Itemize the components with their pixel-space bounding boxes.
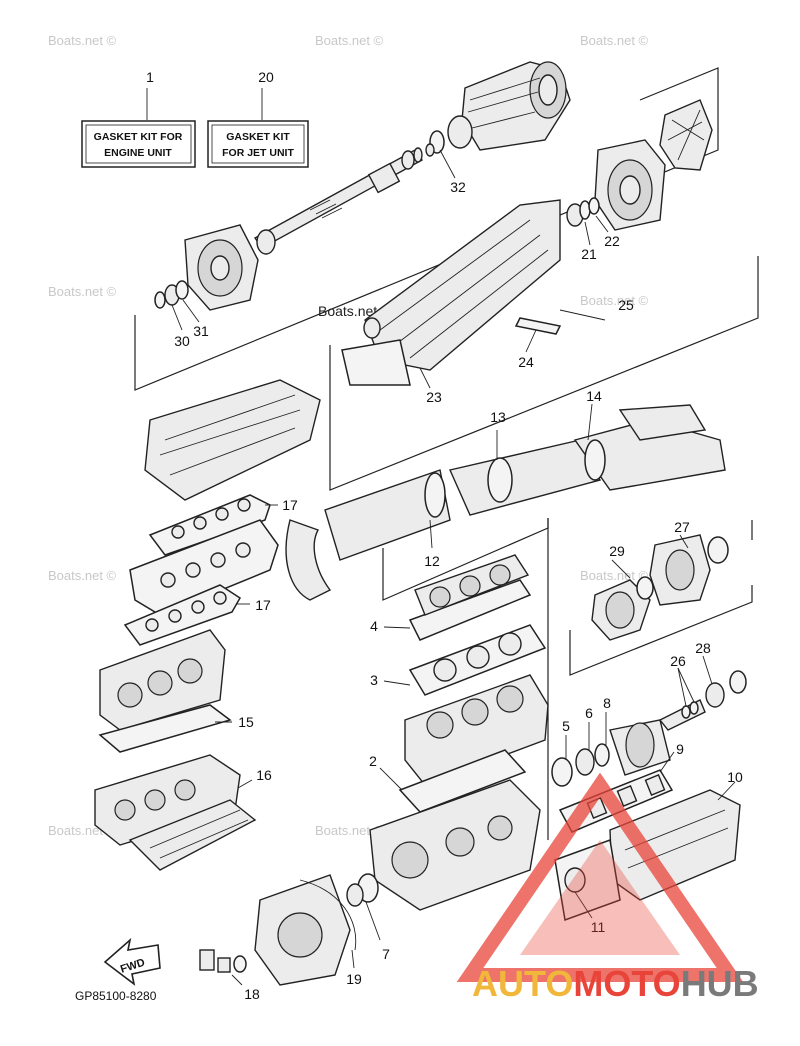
callout-12: 12: [424, 553, 440, 569]
group-frames: [134, 67, 759, 840]
callout-23: 23: [426, 389, 442, 405]
watermark: Boats.net ©: [580, 33, 649, 48]
callout-15: 15: [238, 714, 254, 730]
watermark: Boats.net ©: [315, 823, 384, 838]
callout-11: 11: [591, 919, 606, 935]
cylinder-block: [404, 674, 549, 786]
watermark: Boats.net ©: [48, 568, 117, 583]
callout-30: 30: [174, 333, 190, 349]
kit-engine-line2: ENGINE UNIT: [104, 147, 172, 159]
cylinder-head-gasket-4: [383, 579, 532, 641]
cylinder-head: [414, 554, 530, 616]
impeller-housing: [594, 139, 666, 231]
kit-jet: 20 GASKET KIT FOR JET UNIT: [207, 69, 309, 168]
callout-4: 4: [370, 618, 378, 634]
callout-2: 2: [369, 753, 377, 769]
callout-5: 5: [562, 718, 570, 734]
drive-shaft: [253, 143, 435, 249]
logo-auto: AUTO: [472, 963, 573, 1004]
jet-pump-nozzle: [461, 61, 571, 151]
exhaust-chamber-14: [573, 403, 726, 491]
water-pump-29: [591, 559, 654, 641]
cylinder-gasket-3: [383, 624, 547, 696]
impeller: [659, 99, 713, 171]
callout-3: 3: [370, 672, 378, 688]
logo-hub: HUB: [681, 963, 759, 1004]
callout-25: 25: [618, 297, 634, 313]
intake-duct: [341, 199, 606, 389]
svg-text:AUTOMOTOHUB: AUTOMOTOHUB: [472, 963, 759, 1004]
carburetor-bank: [99, 629, 226, 731]
o-rings-26: [677, 667, 699, 719]
gasket-15: [98, 704, 232, 753]
exhaust-pipe-13: [449, 430, 602, 516]
callout-27: 27: [674, 519, 690, 535]
callout-17a: 17: [282, 497, 298, 513]
callout-17b: 17: [255, 597, 271, 613]
callout-10: 10: [727, 769, 743, 785]
housing-27: [649, 534, 729, 606]
watermark: Boats.net ©: [580, 293, 649, 308]
part-18-fittings: [199, 949, 247, 986]
exhaust-pipe-12: [324, 469, 451, 561]
callout-28: 28: [695, 640, 711, 656]
seals-30-31: [154, 280, 200, 331]
seal-6: [575, 722, 595, 776]
callout-8: 8: [603, 695, 611, 711]
callout-29: 29: [609, 543, 625, 559]
callout-32: 32: [450, 179, 466, 195]
crankcase: [369, 779, 541, 911]
kit-engine: 1 GASKET KIT FOR ENGINE UNIT: [81, 69, 196, 168]
seal-8: [594, 712, 610, 767]
watermark: Boats.net ©: [315, 33, 384, 48]
crankcase-gasket-2: [379, 749, 527, 813]
gasket-17-upper: [148, 494, 278, 556]
head-gasket-plate: [129, 519, 279, 616]
callout-18: 18: [244, 986, 260, 1002]
callout-21: 21: [581, 246, 597, 262]
output-shaft: [609, 699, 706, 776]
fwd-arrow-icon: FWD: [103, 937, 161, 986]
flywheel-cover: [254, 874, 357, 986]
callout-19: 19: [346, 971, 362, 987]
gasket-17-lower: [123, 584, 250, 646]
diagram-code: GP85100-8280: [75, 989, 157, 1003]
o-ring-32: [429, 115, 473, 179]
kit-jet-line1: GASKET KIT: [226, 131, 290, 143]
kit-engine-line1: GASKET KIT FOR: [94, 131, 183, 143]
callout-20: 20: [258, 69, 274, 85]
reed-valves-16: [128, 779, 257, 871]
callout-14: 14: [586, 388, 602, 404]
watermark: Boats.net ©: [48, 33, 117, 48]
seal-5: [551, 735, 573, 787]
callout-numbers: 2 3 4 5 6 7 8 9 10 11 12 13 14 15 16 17 …: [174, 179, 743, 1002]
callout-26: 26: [670, 653, 686, 669]
seal-7: [346, 873, 381, 941]
callout-16: 16: [256, 767, 272, 783]
automotohub-logo: AUTOMOTOHUB: [456, 772, 759, 1004]
exhaust-elbow: [285, 519, 332, 601]
callout-31: 31: [193, 323, 209, 339]
callout-6: 6: [585, 705, 593, 721]
cylinder-head-cover: [144, 379, 321, 501]
callout-7: 7: [382, 946, 390, 962]
watermark: Boats.net ©: [48, 284, 117, 299]
callout-1: 1: [146, 69, 154, 85]
seal-28: [702, 655, 747, 708]
callout-22: 22: [604, 233, 620, 249]
kit-jet-line2: FOR JET UNIT: [222, 147, 294, 159]
callout-9: 9: [676, 741, 684, 757]
callout-13: 13: [490, 409, 506, 425]
logo-moto: MOTO: [573, 963, 680, 1004]
watermark: Boats.net ©: [580, 568, 649, 583]
intake-manifold: [94, 754, 241, 846]
exhaust-gasket-11: [554, 838, 621, 922]
seals-21-22: [566, 197, 609, 246]
callout-24: 24: [518, 354, 534, 370]
bearing-housing: [184, 224, 276, 311]
